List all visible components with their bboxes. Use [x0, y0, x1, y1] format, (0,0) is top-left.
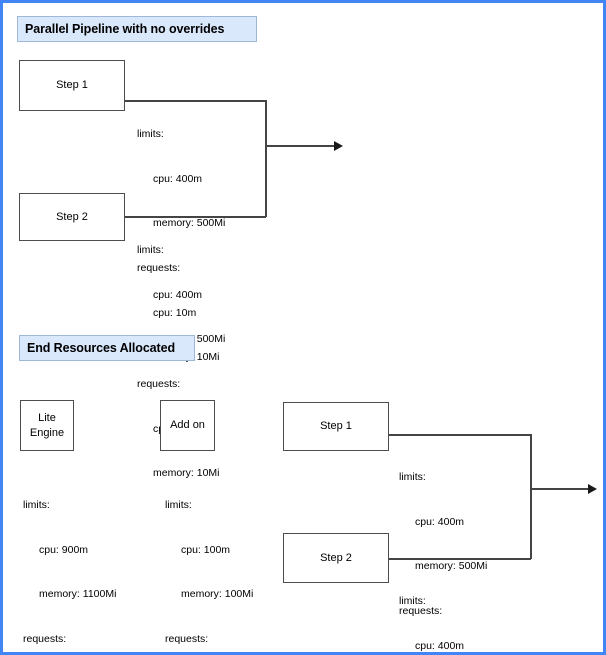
- limits-label: limits:: [137, 127, 164, 140]
- resources-add-on: limits: cpu: 100m memory: 100Mi requests…: [165, 468, 254, 652]
- section-title-text: Parallel Pipeline with no overrides: [25, 22, 225, 36]
- node-label: Lite Engine: [29, 411, 65, 439]
- limits-label: limits:: [399, 470, 426, 483]
- node-label: Step 2: [320, 551, 352, 564]
- arrow-head-top-output: [334, 141, 343, 151]
- limits-memory: memory: 100Mi: [181, 588, 254, 601]
- requests-label: requests:: [137, 261, 181, 274]
- limits-cpu: cpu: 400m: [153, 288, 203, 301]
- edge-output-top-horizontal: [265, 145, 337, 147]
- node-label: Step 2: [56, 210, 88, 223]
- resources-step-1-top: limits: cpu: 400m memory: 500Mi requests…: [137, 97, 225, 395]
- node-step-1-top[interactable]: Step 1: [19, 60, 125, 111]
- resources-step-2-top: limits: cpu: 400m memory: 500Mi requests…: [137, 213, 225, 511]
- node-step-2-top[interactable]: Step 2: [19, 193, 125, 241]
- edge-step1-top-horizontal: [125, 100, 266, 102]
- arrow-head-bottom-output: [588, 484, 597, 494]
- node-step-2-bottom[interactable]: Step 2: [283, 533, 389, 583]
- limits-cpu: cpu: 400m: [415, 639, 465, 652]
- edge-output-bottom-horizontal: [530, 488, 591, 490]
- limits-memory: memory: 500Mi: [153, 217, 226, 230]
- section-header-end-resources: End Resources Allocated: [19, 335, 195, 361]
- edge-step1-bottom-horizontal: [389, 434, 531, 436]
- limits-memory: memory: 1100Mi: [39, 588, 117, 601]
- requests-cpu: cpu: 10m: [153, 306, 197, 319]
- node-label: Step 1: [56, 79, 88, 92]
- limits-label: limits:: [165, 498, 192, 511]
- resources-lite-engine: limits: cpu: 900m memory: 1100Mi request…: [23, 468, 117, 652]
- requests-label: requests:: [165, 632, 209, 645]
- requests-label: requests:: [137, 377, 181, 390]
- limits-label: limits:: [399, 594, 426, 607]
- limits-cpu: cpu: 400m: [415, 515, 465, 528]
- edge-merge-bottom-vertical: [530, 434, 532, 559]
- node-lite-engine[interactable]: Lite Engine: [20, 400, 74, 451]
- limits-cpu: cpu: 100m: [181, 543, 231, 556]
- requests-label: requests:: [23, 632, 67, 645]
- edge-step2-bottom-horizontal: [389, 558, 531, 560]
- node-step-1-bottom[interactable]: Step 1: [283, 402, 389, 451]
- limits-label: limits:: [137, 243, 164, 256]
- limits-cpu: cpu: 900m: [39, 543, 89, 556]
- requests-cpu: cpu: 10m: [399, 649, 487, 652]
- node-add-on[interactable]: Add on: [160, 400, 215, 451]
- edge-step2-top-horizontal: [125, 216, 266, 218]
- limits-memory: memory: 500Mi: [415, 560, 488, 573]
- limits-cpu: cpu: 400m: [153, 172, 203, 185]
- node-label: Add on: [170, 419, 205, 432]
- resources-step-1-bottom: limits: cpu: 400m memory: 500Mi requests…: [399, 440, 488, 652]
- requests-label: requests:: [399, 604, 443, 617]
- requests-memory: memory: 10Mi: [153, 467, 220, 480]
- section-header-parallel-pipeline: Parallel Pipeline with no overrides: [17, 16, 257, 42]
- node-label: Step 1: [320, 420, 352, 433]
- edge-merge-top-vertical: [265, 100, 267, 217]
- section-title-text: End Resources Allocated: [27, 341, 175, 355]
- limits-label: limits:: [23, 498, 50, 511]
- resources-step-2-bottom: limits: cpu: 400m memory: 500Mi requests…: [399, 564, 487, 652]
